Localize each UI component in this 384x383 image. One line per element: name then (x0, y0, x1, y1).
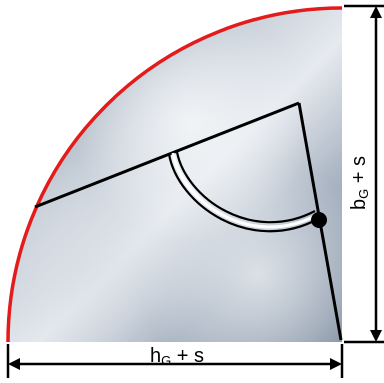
pivot-joint (311, 212, 327, 228)
outer-mask (0, 0, 342, 342)
height-dimension-label: bG + s (348, 155, 371, 210)
red-arc (6, 6, 343, 343)
width-dimension-label: hG + s (150, 345, 205, 368)
inner-arc-inner (175, 151, 316, 224)
inner-arc-outer (167, 153, 319, 233)
width-dimension (6, 344, 344, 378)
height-dimension (344, 4, 384, 344)
